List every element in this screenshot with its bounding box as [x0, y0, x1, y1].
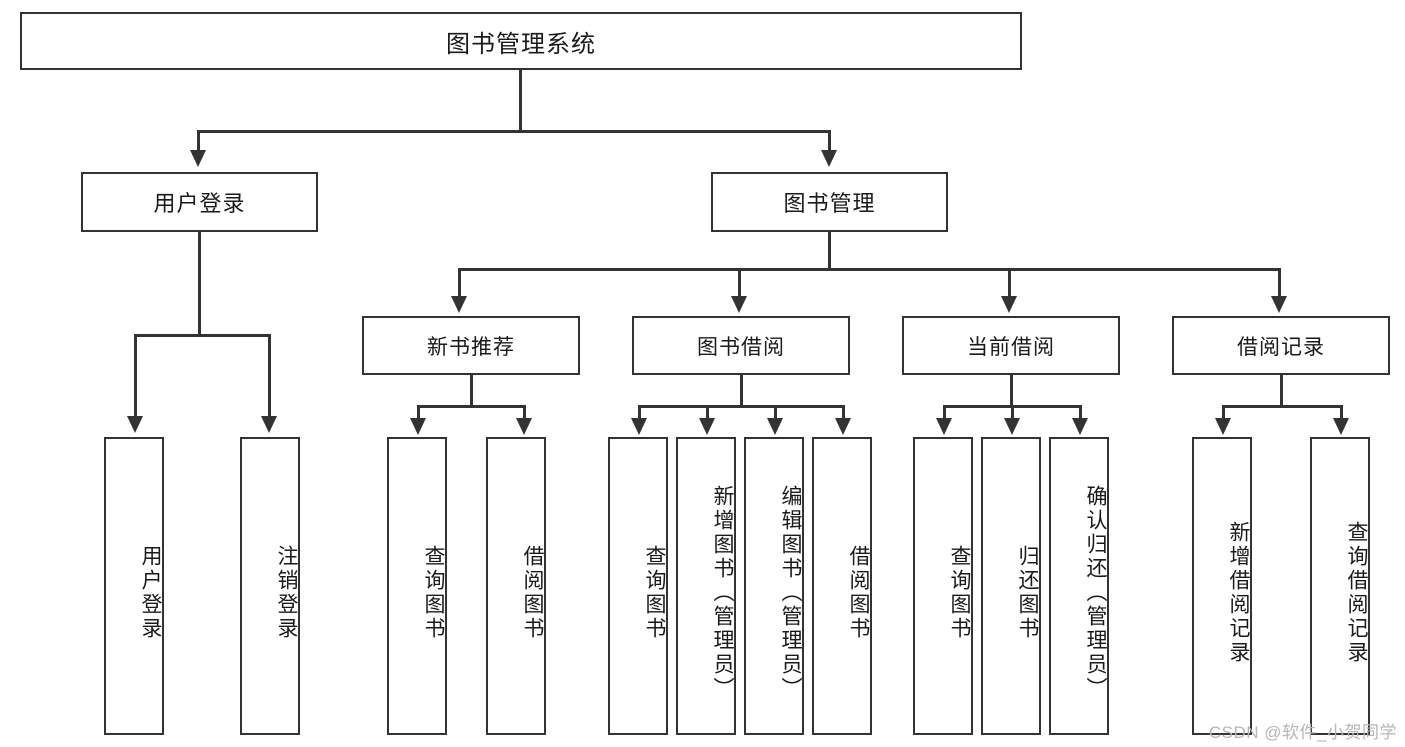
node-label: 查询图书 — [643, 545, 666, 641]
edge-bm-to-new-book — [458, 268, 461, 298]
edge-root-to-user-login — [197, 130, 200, 152]
node-leaf-borrow-book-2[interactable]: 借阅图书 — [812, 437, 872, 735]
edge-root-bus — [197, 130, 830, 133]
node-leaf-query-book-2[interactable]: 查询图书 — [608, 437, 668, 735]
node-label: 确认归还（管理员） — [1084, 485, 1107, 701]
node-label: 当前借阅 — [967, 335, 1055, 359]
node-label: 新增借阅记录 — [1227, 521, 1250, 665]
node-label: 借阅记录 — [1237, 335, 1325, 359]
arrow-to-book-borrow — [731, 296, 747, 313]
arrow-to-current-borrow — [1001, 296, 1017, 313]
node-leaf-logout[interactable]: 注销登录 — [240, 437, 300, 735]
edge-bm-to-book-borrow — [738, 268, 741, 298]
edge-root-stem — [519, 70, 522, 132]
node-leaf-user-login[interactable]: 用户登录 — [104, 437, 164, 735]
arrow-to-leaf-edit-book — [767, 418, 783, 435]
node-leaf-query-record[interactable]: 查询借阅记录 — [1310, 437, 1370, 735]
edge-cb-to-leaf-2 — [1011, 405, 1014, 420]
edge-bb-stem — [740, 375, 743, 407]
edge-bb-to-leaf-4 — [842, 405, 845, 420]
edge-cb-to-leaf-1 — [943, 405, 946, 420]
arrow-to-leaf-user-login — [127, 416, 143, 433]
node-book-manage[interactable]: 图书管理 — [711, 172, 948, 232]
edge-user-login-stem — [198, 232, 201, 336]
arrow-to-leaf-borrow-book-2 — [835, 418, 851, 435]
arrow-to-book-manage — [821, 150, 837, 167]
node-label: 注销登录 — [275, 545, 298, 641]
node-leaf-query-book-1[interactable]: 查询图书 — [387, 437, 447, 735]
node-label: 用户登录 — [139, 545, 162, 641]
node-new-book-recommend[interactable]: 新书推荐 — [362, 316, 580, 375]
edge-root-to-book-manage — [828, 130, 831, 152]
edge-nbr-to-leaf-1 — [417, 405, 420, 420]
edge-bb-bus — [638, 405, 844, 408]
edge-bb-to-leaf-1 — [638, 405, 641, 420]
edge-nbr-to-leaf-2 — [523, 405, 526, 420]
node-current-borrow[interactable]: 当前借阅 — [902, 316, 1120, 375]
edge-user-login-to-leaf-2 — [268, 334, 271, 418]
arrow-to-leaf-add-book — [699, 418, 715, 435]
node-label: 借阅图书 — [521, 545, 544, 641]
arrow-to-borrow-record — [1271, 296, 1287, 313]
edge-nbr-stem — [470, 375, 473, 407]
node-label: 图书管理 — [783, 191, 876, 216]
arrow-to-new-book-recommend — [451, 296, 467, 313]
arrow-to-leaf-logout — [261, 416, 277, 433]
edge-cb-to-leaf-3 — [1079, 405, 1082, 420]
node-leaf-add-record[interactable]: 新增借阅记录 — [1192, 437, 1252, 735]
node-label: 用户登录 — [153, 191, 246, 216]
node-leaf-return-book[interactable]: 归还图书 — [981, 437, 1041, 735]
edge-bm-to-current-borrow — [1008, 268, 1011, 298]
edge-cb-stem — [1010, 375, 1013, 407]
node-label: 编辑图书（管理员） — [779, 485, 802, 701]
edge-br-to-leaf-2 — [1340, 405, 1343, 420]
node-book-borrow[interactable]: 图书借阅 — [632, 316, 850, 375]
node-leaf-add-book[interactable]: 新增图书（管理员） — [676, 437, 736, 735]
node-label: 查询借阅记录 — [1345, 521, 1368, 665]
arrow-to-leaf-confirm-return — [1072, 418, 1088, 435]
arrow-to-leaf-query-book-2 — [631, 418, 647, 435]
edge-user-login-to-leaf-1 — [134, 334, 137, 418]
arrow-to-leaf-borrow-book-1 — [516, 418, 532, 435]
edge-nbr-bus — [417, 405, 523, 408]
node-label: 归还图书 — [1016, 545, 1039, 641]
node-root-book-management-system[interactable]: 图书管理系统 — [20, 12, 1022, 70]
arrow-to-leaf-query-book-1 — [410, 418, 426, 435]
edge-br-stem — [1280, 375, 1283, 407]
edge-user-login-bus — [134, 334, 270, 337]
node-user-login[interactable]: 用户登录 — [81, 172, 318, 232]
edge-book-manage-bus — [458, 268, 1280, 271]
edge-book-manage-stem — [828, 232, 831, 270]
node-label: 新增图书（管理员） — [711, 485, 734, 701]
node-label: 图书借阅 — [697, 335, 785, 359]
edge-br-to-leaf-1 — [1222, 405, 1225, 420]
node-label: 新书推荐 — [427, 335, 515, 359]
edge-br-bus — [1222, 405, 1340, 408]
edge-bb-to-leaf-3 — [774, 405, 777, 420]
arrow-to-leaf-return-book — [1004, 418, 1020, 435]
node-label: 查询图书 — [948, 545, 971, 641]
node-leaf-edit-book[interactable]: 编辑图书（管理员） — [744, 437, 804, 735]
node-label: 借阅图书 — [847, 545, 870, 641]
edge-bb-to-leaf-2 — [706, 405, 709, 420]
node-leaf-query-book-3[interactable]: 查询图书 — [913, 437, 973, 735]
arrow-to-leaf-query-record — [1333, 418, 1349, 435]
arrow-to-leaf-query-book-3 — [936, 418, 952, 435]
node-leaf-confirm-return[interactable]: 确认归还（管理员） — [1049, 437, 1109, 735]
edge-bm-to-borrow-record — [1278, 268, 1281, 298]
node-label: 查询图书 — [422, 545, 445, 641]
arrow-to-user-login — [190, 150, 206, 167]
node-borrow-record[interactable]: 借阅记录 — [1172, 316, 1390, 375]
node-leaf-borrow-book-1[interactable]: 借阅图书 — [486, 437, 546, 735]
node-label: 图书管理系统 — [446, 30, 596, 58]
arrow-to-leaf-add-record — [1215, 418, 1231, 435]
